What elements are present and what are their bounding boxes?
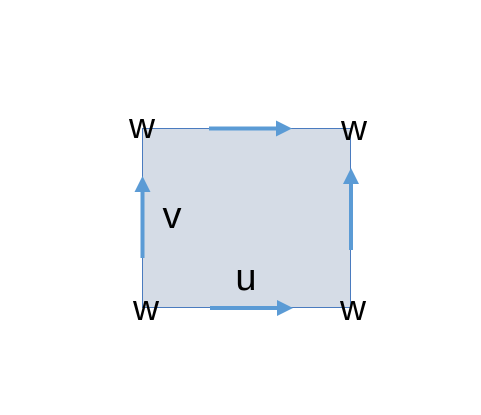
fundamental-square <box>142 128 351 308</box>
edge-label-left: v <box>163 195 182 237</box>
vertex-label-bottom-right: w <box>339 287 367 328</box>
vertex-label-top-right: w <box>340 107 368 148</box>
vertex-label-top-left: w <box>128 105 156 146</box>
vertex-label-bottom-left: w <box>132 287 160 328</box>
edge-label-bottom: u <box>235 257 256 299</box>
